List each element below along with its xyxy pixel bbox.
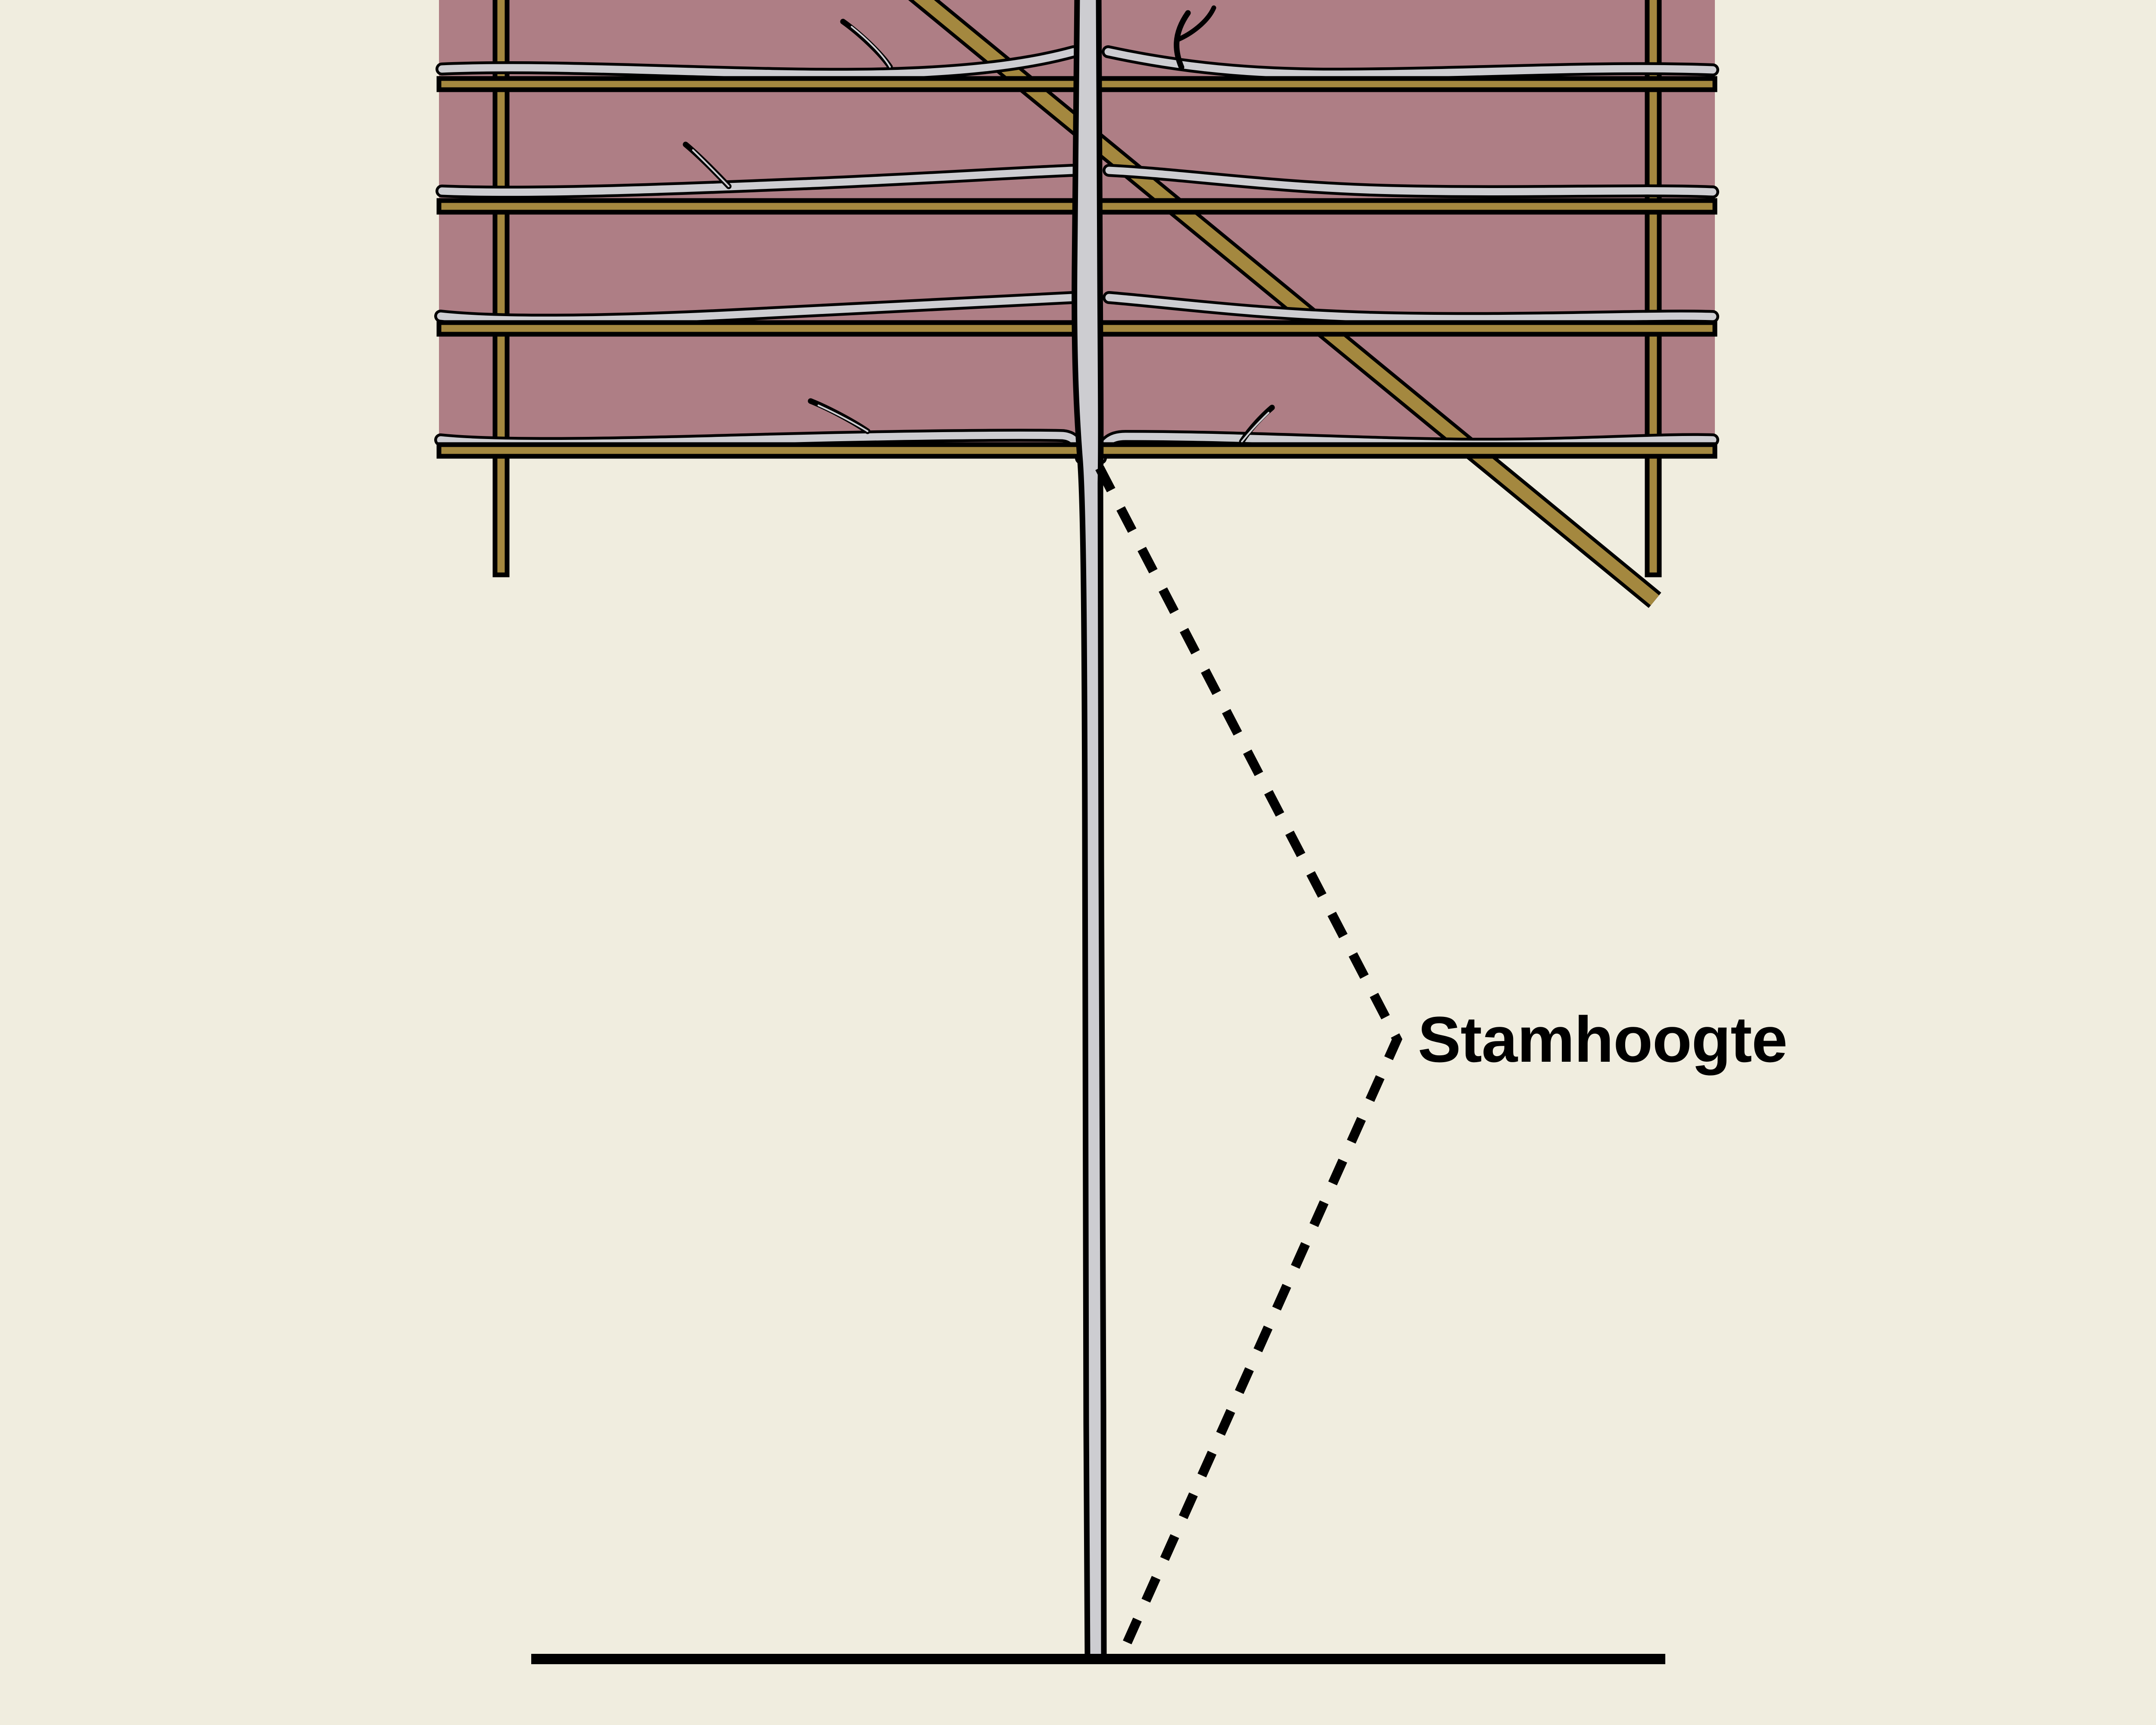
trellis-post-right bbox=[1645, 0, 1662, 577]
branch-tier-1 bbox=[436, 5, 1719, 81]
trellis-post-left bbox=[492, 0, 510, 577]
branch-tier-2 bbox=[436, 141, 1719, 199]
branch-tier-3 bbox=[434, 291, 1719, 327]
trellis-diagonal-brace bbox=[908, 0, 1661, 608]
twig bbox=[1174, 10, 1191, 70]
stamhoogte-leader-line bbox=[1095, 465, 1403, 1658]
ground-line bbox=[531, 1654, 1665, 1664]
stamhoogte-label: Stamhoogte bbox=[1418, 1003, 1787, 1076]
trellis-posts bbox=[492, 0, 1662, 577]
twig bbox=[1175, 5, 1216, 42]
